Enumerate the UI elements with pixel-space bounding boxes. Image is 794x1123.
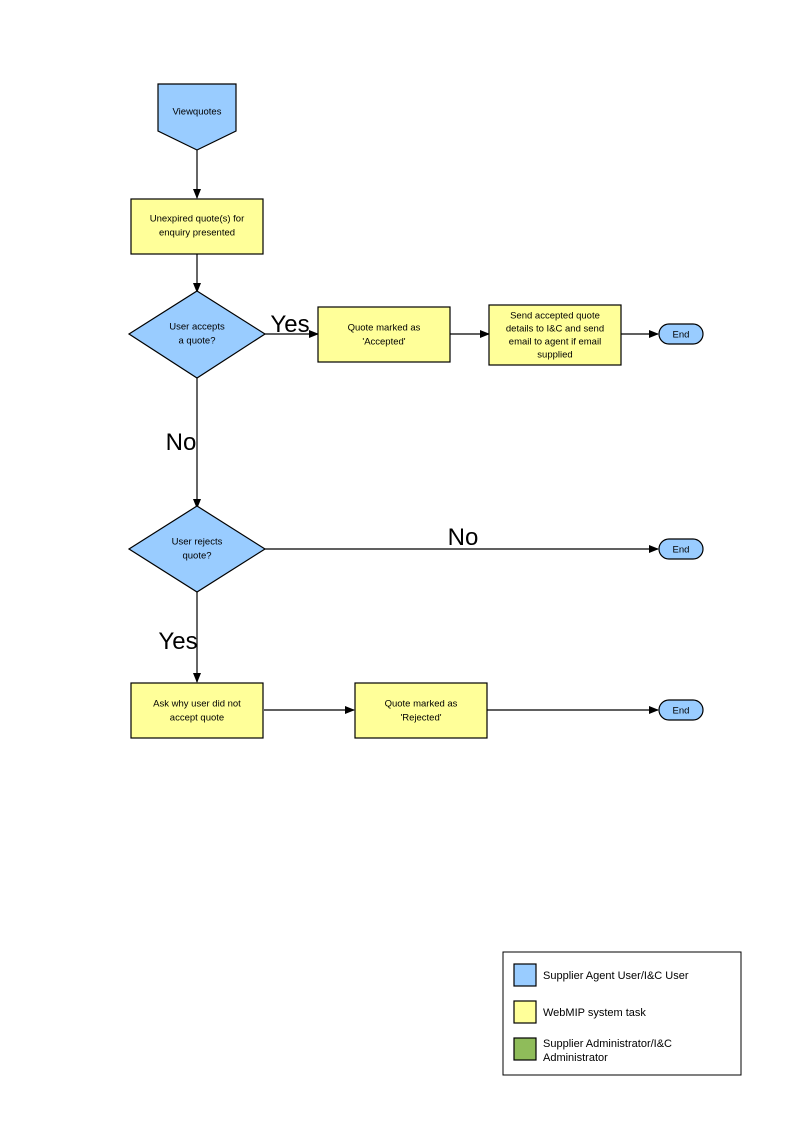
quote-rejected-rect-shape <box>354 682 488 739</box>
ask-why-rect-shape <box>130 682 264 739</box>
decision-accept-label-line2: a quote? <box>179 336 216 347</box>
end-bottom-stadium-shape <box>658 699 704 721</box>
unexpired-rect-shape <box>130 198 264 255</box>
unexpired-label-line2: enquiry presented <box>159 228 235 239</box>
send-details-label-line1: Send accepted quote <box>510 311 600 322</box>
node-end-middle[interactable]: End <box>658 538 704 560</box>
node-unexpired-quotes[interactable]: Unexpired quote(s) for enquiry presented <box>130 198 264 255</box>
quote-accepted-rect-shape <box>317 306 451 363</box>
ask-why-label-line2: accept quote <box>170 713 224 724</box>
send-details-label-line2: details to I&C and send <box>506 324 604 335</box>
node-decision-user-accepts[interactable]: User accepts a quote? <box>127 290 267 379</box>
ask-why-label-line1: Ask why user did not <box>153 699 241 710</box>
end-middle-label: End <box>673 545 690 556</box>
start-pentagon-shape <box>157 83 237 151</box>
edge-label-reject-no: No <box>448 524 479 551</box>
legend-swatch-blue <box>513 963 537 987</box>
end-bottom-label: End <box>673 706 690 717</box>
node-quote-marked-rejected[interactable]: Quote marked as 'Rejected' <box>354 682 488 739</box>
node-quote-marked-accepted[interactable]: Quote marked as 'Accepted' <box>317 306 451 363</box>
decision-accept-diamond-shape <box>127 290 267 379</box>
end-top-label: End <box>673 330 690 341</box>
legend-label-supplier-agent: Supplier Agent User/I&C User <box>543 970 689 982</box>
decision-reject-label-line1: User rejects <box>172 537 223 548</box>
send-details-label-line4: supplied <box>537 350 572 361</box>
end-middle-stadium-shape <box>658 538 704 560</box>
unexpired-label-line1: Unexpired quote(s) for <box>150 214 245 225</box>
legend-container <box>502 951 742 1076</box>
decision-accept-label-line1: User accepts <box>169 322 225 333</box>
node-ask-why-not-accepted[interactable]: Ask why user did not accept quote <box>130 682 264 739</box>
edges <box>193 150 659 714</box>
quote-accepted-label-line1: Quote marked as <box>348 323 421 334</box>
legend-item-supplier-agent: Supplier Agent User/I&C User <box>513 963 689 987</box>
end-top-stadium-shape <box>658 323 704 345</box>
quote-rejected-label-line1: Quote marked as <box>385 699 458 710</box>
legend-label-webmip-system: WebMIP system task <box>543 1007 646 1019</box>
legend-swatch-green <box>513 1037 537 1061</box>
legend-label-supplier-administrator-line2: Administrator <box>543 1052 608 1064</box>
legend-swatch-yellow <box>513 1000 537 1024</box>
node-send-accepted-quote-details[interactable]: Send accepted quote details to I&C and s… <box>488 304 622 366</box>
node-end-top[interactable]: End <box>658 323 704 345</box>
edge-label-accept-yes: Yes <box>270 311 309 338</box>
start-label: Viewquotes <box>173 107 222 118</box>
legend-label-supplier-administrator-line1: Supplier Administrator/I&C <box>543 1038 672 1050</box>
send-details-label-line3: email to agent if email <box>509 337 601 348</box>
quote-accepted-label-line2: 'Accepted' <box>362 337 405 348</box>
node-start-viewquotes[interactable]: Viewquotes <box>157 83 237 151</box>
edge-label-accept-no: No <box>166 429 197 456</box>
legend: Supplier Agent User/I&C User WebMIP syst… <box>502 951 742 1076</box>
node-end-bottom[interactable]: End <box>658 699 704 721</box>
decision-reject-diamond-shape <box>127 505 267 593</box>
quote-rejected-label-line2: 'Rejected' <box>400 713 441 724</box>
legend-item-supplier-administrator: Supplier Administrator/I&C Administrator <box>513 1037 672 1064</box>
node-decision-user-rejects[interactable]: User rejects quote? <box>127 505 267 593</box>
send-details-rect-shape <box>488 304 622 366</box>
edge-label-reject-yes: Yes <box>158 628 197 655</box>
decision-reject-label-line2: quote? <box>182 551 211 562</box>
edge-labels: Yes No No Yes <box>158 311 478 655</box>
legend-item-webmip-system: WebMIP system task <box>513 1000 646 1024</box>
